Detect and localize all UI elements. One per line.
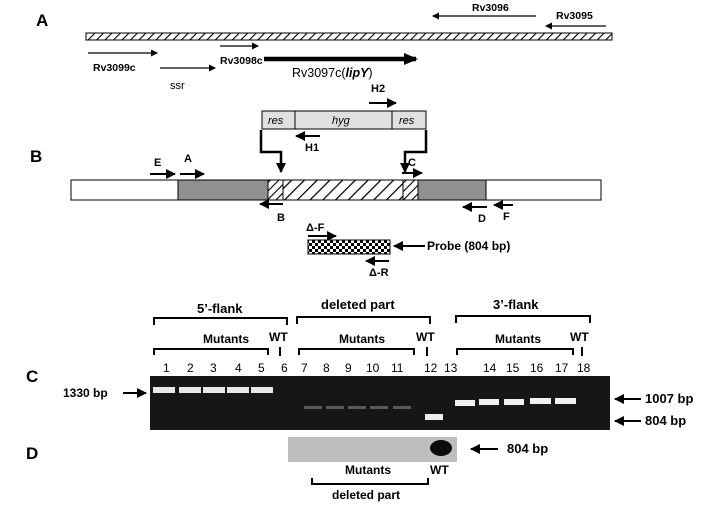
primer-h1-label: H1 [305,142,319,154]
lane-number: 1 [163,361,170,375]
lane-number: 12 [424,361,438,375]
gel-band-faint [348,406,366,409]
panel-label-c: C [26,367,38,386]
hyg-label: hyg [332,115,351,127]
primer-b-label: B [277,212,285,224]
primer-d-label: D [478,213,486,225]
wt-label-2: WT [416,330,435,344]
group-3flank-label: 3’-flank [493,297,539,312]
mutants-label-3: Mutants [495,332,541,346]
gel-band [203,387,225,393]
rv3097c-label: Rv3097c(lipY) [292,66,373,80]
ssr-label: ssr [170,80,185,92]
probe-label: Probe (804 bp) [427,239,510,253]
size-804-label: 804 bp [645,413,686,428]
primer-a-label: A [184,153,192,165]
gel-band-wt-804 [425,414,443,420]
gel-band [479,399,499,405]
lane-number: 15 [506,361,520,375]
southern-blot: 804 bp Mutants WT deleted part [288,437,548,502]
panel-label-b: B [30,147,42,166]
blot-deleted-part-label: deleted part [332,488,400,502]
insert-left-arrow [259,130,286,173]
blot-band-wt [430,440,452,456]
mutants-label-1: Mutants [203,332,249,346]
size-markers: 1330 bp 1007 bp 804 bp [63,386,693,428]
lane-number: 7 [301,361,308,375]
group-deleted-label: deleted part [321,297,395,312]
lane-numbers: 1 2 3 4 5 6 7 8 9 10 11 12 13 14 15 16 1… [163,361,591,375]
mutants-label-2: Mutants [339,332,385,346]
wt-label-3: WT [570,330,589,344]
lane-number: 9 [345,361,352,375]
probe-box [307,239,391,255]
probe-diagram: Δ-F Probe (804 bp) Δ-R [306,222,510,279]
downstream-flank [417,179,487,201]
wt-label-1: WT [269,330,288,344]
agarose-gel [150,376,610,430]
lane-number: 16 [530,361,544,375]
primer-f-label: F [503,211,510,223]
lane-number: 5 [258,361,265,375]
lane-number: 14 [483,361,497,375]
lane-number: 2 [187,361,194,375]
primer-delta-r-label: Δ-R [369,267,389,279]
gel-band-faint [326,406,344,409]
group-5flank-label: 5’-flank [197,301,243,316]
primer-h2-label: H2 [371,83,385,95]
lane-number: 4 [235,361,242,375]
gel-band [455,400,475,406]
rv3099c-label: Rv3099c [93,62,136,74]
res-right-label: res [399,115,415,127]
gel-band [504,399,524,405]
upstream-flank [177,179,269,201]
gel-band [153,387,175,393]
lane-number: 10 [366,361,380,375]
lane-number: 3 [210,361,217,375]
panel-label-a: A [36,11,48,30]
gel-band-faint [370,406,388,409]
size-1007-label: 1007 bp [645,391,693,406]
gel-band [555,398,576,404]
primers: E A C B D F [150,153,513,225]
genome-locus-bar [85,32,613,41]
blot-image [288,437,457,462]
res-left-label: res [268,115,284,127]
lane-number: 17 [555,361,569,375]
gel-band [227,387,249,393]
deleted-region [282,179,404,201]
deletion-construct [70,179,602,201]
gene-arrows: Rv3096 Rv3095 Rv3099c ssr Rv3098c Rv3097… [88,2,606,92]
primer-e-label: E [154,157,161,169]
gel-band-faint [393,406,411,409]
size-1330-label: 1330 bp [63,386,108,400]
primer-c-label: C [408,157,416,169]
lane-number: 11 [391,361,404,375]
hyg-cassette: H2 res hyg res H1 [259,83,428,173]
blot-wt-label: WT [430,463,449,477]
cassette-box [261,110,427,130]
gel-group-headers: 5’-flank deleted part 3’-flank Mutants W… [153,297,591,356]
lane-number: 13 [444,361,458,375]
rv3098c-label: Rv3098c [220,55,263,67]
gel-band [530,398,551,404]
rv3095-label: Rv3095 [556,10,593,22]
insert-right-arrow [400,130,428,173]
blot-mutants-label: Mutants [345,463,391,477]
gel-band [179,387,201,393]
primer-delta-f-label: Δ-F [306,222,325,234]
blot-804-label: 804 bp [507,441,548,456]
rv3096-label: Rv3096 [472,2,509,14]
gel-band [251,387,273,393]
lane-number: 6 [281,361,288,375]
lane-number: 8 [323,361,330,375]
lane-number: 18 [577,361,591,375]
panel-label-d: D [26,444,38,463]
gel-band-faint [304,406,322,409]
